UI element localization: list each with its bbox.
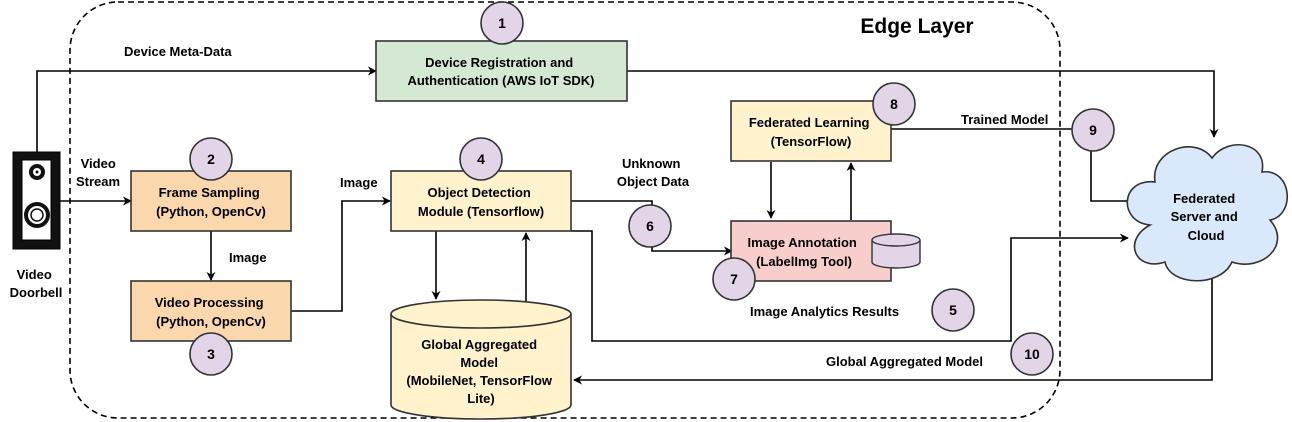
svg-text:Federated Server and: Federated Server and Cloud xyxy=(1171,191,1242,243)
arrow-trained-model xyxy=(890,128,1153,206)
step-7: 7 xyxy=(712,257,756,301)
device-registration-box: Device Registration and Authentication (… xyxy=(375,40,628,102)
step-6: 6 xyxy=(628,204,672,248)
svg-text:Video Processing (Python: Video Processing (Python, OpenCv) xyxy=(155,295,267,329)
label-trained-model: Trained Model xyxy=(961,112,1048,127)
arrow-analytics-results xyxy=(571,230,1129,342)
svg-text:2: 2 xyxy=(207,151,215,167)
database-cylinder-icon xyxy=(871,233,921,269)
svg-text:7: 7 xyxy=(730,271,738,287)
svg-text:Federated Learning (Tens: Federated Learning (TensorFlow) xyxy=(749,115,873,149)
step-8: 8 xyxy=(872,82,916,126)
svg-text:10: 10 xyxy=(1024,346,1040,362)
edge-layer-boundary xyxy=(69,1,1061,419)
svg-text:Frame Sampling (Python,: Frame Sampling (Python, OpenCv) xyxy=(156,185,266,219)
object-detection-box: Object Detection Module (Tensorflow) xyxy=(390,170,572,232)
arrow-meta-data xyxy=(36,66,377,152)
svg-text:Device Registration and: Device Registration and Authentication (… xyxy=(407,55,594,88)
svg-text:Global Aggregated Model: Global Aggregated Model (MobileNet, Tens… xyxy=(406,337,555,406)
video-processing-box: Video Processing (Python, OpenCv) xyxy=(130,280,292,342)
svg-text:1: 1 xyxy=(498,15,506,31)
step-3: 3 xyxy=(189,332,233,376)
edge-layer-title: Edge Layer xyxy=(860,15,973,38)
step-9: 9 xyxy=(1071,108,1115,152)
label-image-analytics-results: Image Analytics Results xyxy=(750,304,899,319)
global-aggregated-model-database: Global Aggregated Model (MobileNet, Tens… xyxy=(390,299,572,420)
label-global-aggregated-model: Global Aggregated Model xyxy=(826,354,983,369)
svg-text:6: 6 xyxy=(646,218,654,234)
step-circles: 1 2 3 4 5 6 7 8 9 10 xyxy=(189,1,1115,376)
label-video-stream: Video Stream xyxy=(76,156,120,189)
step-10: 10 xyxy=(1010,332,1054,376)
arrow-registration-to-cloud xyxy=(627,70,1219,138)
label-image-to-detection: Image xyxy=(340,175,378,190)
step-2: 2 xyxy=(189,137,233,181)
image-annotation-box: Image Annotation (LabelImg Tool) xyxy=(730,220,892,282)
svg-text:Object Detection Module: Object Detection Module (Tensorflow) xyxy=(418,185,544,219)
step-1: 1 xyxy=(480,1,524,45)
federated-learning-box: Federated Learning (TensorFlow) xyxy=(730,100,892,162)
step-4: 4 xyxy=(459,137,503,181)
svg-text:8: 8 xyxy=(890,96,898,112)
label-unknown-object-data: Unknown Object Data xyxy=(617,156,690,189)
step-5: 5 xyxy=(931,288,975,332)
federated-server-cloud: Federated Server and Cloud xyxy=(1126,143,1289,282)
svg-text:3: 3 xyxy=(207,346,215,362)
frame-sampling-box: Frame Sampling (Python, OpenCv) xyxy=(130,170,292,232)
svg-text:Image Annotation (LabelI: Image Annotation (LabelImg Tool) xyxy=(748,235,861,269)
svg-text:9: 9 xyxy=(1089,122,1097,138)
connectors xyxy=(36,66,1219,385)
video-doorbell-label: Video Doorbell xyxy=(10,267,63,300)
svg-text:4: 4 xyxy=(477,151,485,167)
label-image-frames: Image xyxy=(229,250,267,265)
arrow-global-model-update xyxy=(573,264,1213,385)
arrow-processing-to-detection xyxy=(291,196,391,312)
video-doorbell-icon xyxy=(12,151,61,250)
label-device-meta-data: Device Meta-Data xyxy=(124,44,232,59)
svg-text:5: 5 xyxy=(949,302,957,318)
